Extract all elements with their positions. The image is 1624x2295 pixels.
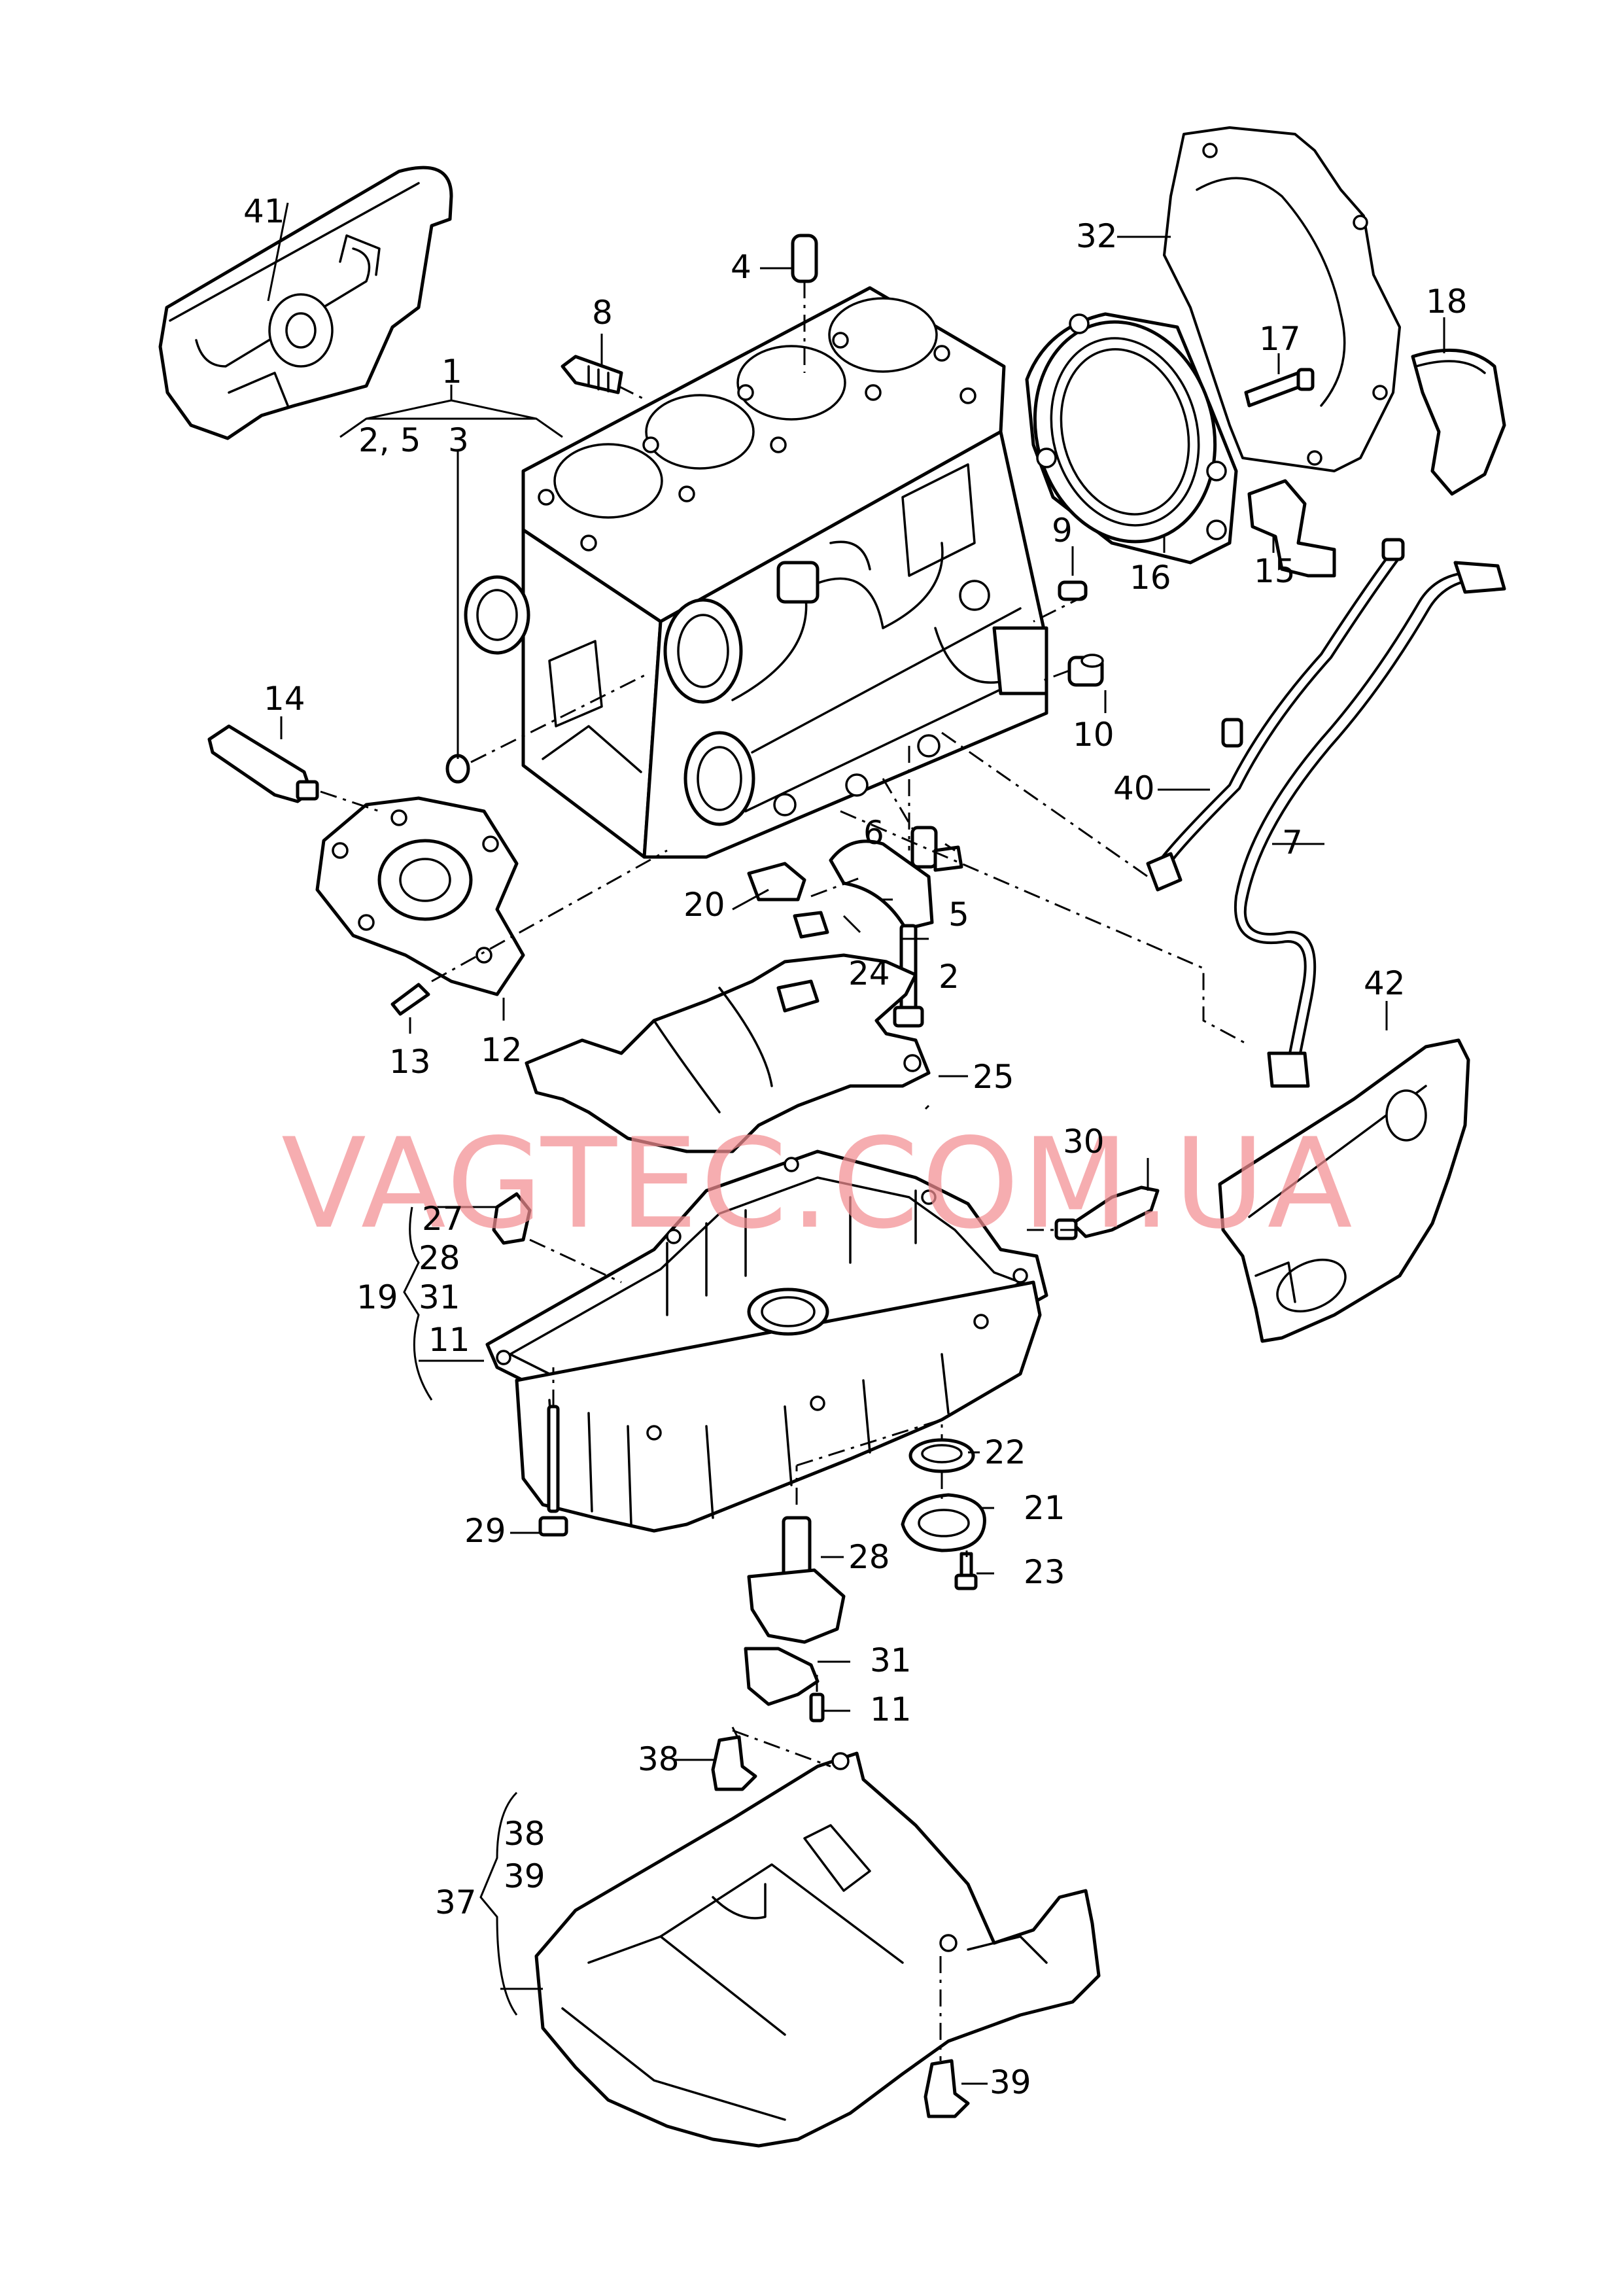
- part-4-pin: [791, 234, 818, 283]
- part-18-bracket: [1411, 348, 1506, 496]
- part-20-valve: [747, 862, 806, 902]
- callout-31a: 31: [419, 1278, 460, 1316]
- callout-39b: 39: [990, 2063, 1031, 2101]
- callout-38b: 38: [504, 1815, 545, 1853]
- part-21-flange: [901, 1493, 986, 1552]
- part-25-baffle: [525, 953, 931, 1153]
- part-24-bolt: [793, 911, 829, 939]
- part-27-drain-plug: [492, 1192, 532, 1245]
- callout-13: 13: [389, 1043, 431, 1081]
- callout-10: 10: [1073, 716, 1114, 754]
- callout-41: 41: [243, 192, 285, 230]
- callout-12: 12: [481, 1031, 523, 1069]
- callout-39a: 39: [504, 1857, 545, 1895]
- part-31-bracket: [744, 1647, 820, 1706]
- callout-22: 22: [984, 1433, 1026, 1471]
- callout-32: 32: [1076, 217, 1118, 255]
- part-12-seal-housing: [315, 796, 525, 996]
- part-40-dipstick: [1146, 538, 1405, 892]
- callout-19: 19: [356, 1278, 398, 1316]
- callout-1: 1: [441, 353, 462, 391]
- part-16-rear-flange: [1025, 312, 1238, 565]
- callout-21: 21: [1024, 1489, 1065, 1527]
- callout-40: 40: [1113, 769, 1155, 807]
- part-29-bolt: [538, 1405, 568, 1537]
- part-30-sealant-tube: [1054, 1185, 1160, 1240]
- callout-38a: 38: [638, 1740, 680, 1778]
- callout-20: 20: [683, 886, 725, 924]
- callout-4: 4: [731, 248, 752, 286]
- part-11-bolt: [809, 1692, 825, 1723]
- callout-27: 27: [422, 1200, 464, 1238]
- callout-11b: 11: [870, 1691, 912, 1728]
- part-9-dowel: [1058, 580, 1088, 601]
- callout-30: 30: [1063, 1123, 1105, 1161]
- part-23-bolt: [954, 1552, 978, 1590]
- callout-16: 16: [1130, 559, 1171, 597]
- part-7-guide-tube: [1234, 561, 1506, 1088]
- callout-25: 25: [973, 1058, 1014, 1096]
- construction-lines: [320, 281, 1247, 2061]
- callout-24: 24: [848, 955, 890, 992]
- watermark: VAGTEC.COM.UA: [281, 1112, 1355, 1256]
- part-13-bolt: [390, 983, 430, 1016]
- callout-labels: 41 4 8 32 17 18 1 2, 5 3 9 16 15 14 10 4…: [243, 192, 1468, 2101]
- callout-9: 9: [1052, 512, 1073, 550]
- engine-block: [464, 286, 1048, 859]
- oil-pan: [485, 1149, 1048, 1533]
- callout-17: 17: [1259, 320, 1301, 358]
- part-15-sensor: [1247, 479, 1336, 578]
- callout-11a: 11: [428, 1321, 470, 1359]
- part-38-clip: [711, 1735, 757, 1791]
- callout-28b: 28: [848, 1538, 890, 1576]
- part-37-underbody-shield: [534, 1751, 1101, 2148]
- callout-5: 5: [948, 896, 969, 934]
- callout-3: 3: [448, 421, 469, 459]
- part-39-clip: [924, 2059, 970, 2118]
- callout-7: 7: [1282, 824, 1303, 862]
- callout-31b: 31: [870, 1641, 912, 1679]
- part-17-bolt: [1244, 368, 1315, 408]
- part-41-cover-shield: [158, 166, 453, 440]
- part-10-sleeve: [1067, 654, 1104, 687]
- callout-23: 23: [1024, 1553, 1065, 1591]
- part-28-oil-pump: [747, 1516, 846, 1644]
- callout-14: 14: [264, 680, 305, 718]
- callout-15: 15: [1254, 552, 1296, 590]
- callout-37: 37: [435, 1883, 477, 1921]
- part-14-sealant-tube: [207, 724, 319, 803]
- part-3-o-ring: [445, 754, 470, 784]
- part-8-bolt: [561, 355, 623, 394]
- callout-2: 2: [939, 958, 959, 996]
- callout-6: 6: [863, 814, 884, 852]
- callout-2-5: 2, 5: [358, 421, 421, 459]
- callout-28a: 28: [419, 1239, 460, 1277]
- part-32-gasket-plate: [1163, 126, 1401, 472]
- callout-18: 18: [1426, 283, 1468, 321]
- part-22-seal: [908, 1438, 975, 1473]
- callout-29: 29: [464, 1512, 506, 1550]
- part-42-heat-shield: [1218, 1038, 1470, 1343]
- leader-lines: [267, 202, 1445, 2085]
- callout-42: 42: [1364, 964, 1406, 1002]
- callout-8: 8: [592, 294, 613, 332]
